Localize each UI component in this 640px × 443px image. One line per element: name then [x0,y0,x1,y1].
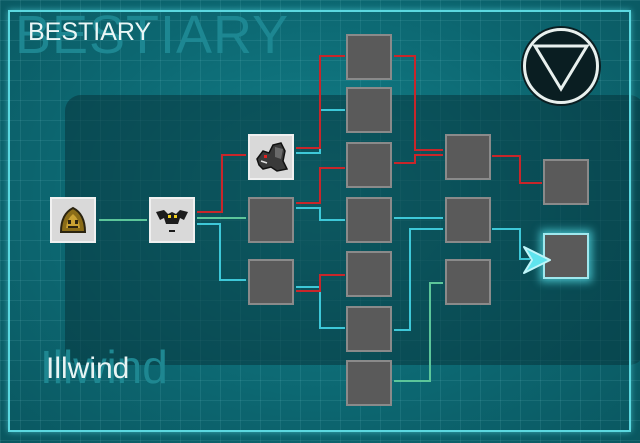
tree-node-c3[interactable] [346,142,392,188]
tree-node-l2c[interactable] [248,259,294,305]
slime-creature-icon [59,206,87,233]
dragon-creature-icon [256,142,289,172]
tree-node-d3[interactable] [445,259,491,305]
down-triangle-icon [532,44,590,92]
link [296,55,345,149]
link [197,223,246,281]
creature-name-ghost: Illwind [40,341,168,393]
page-title: BESTIARY [28,18,152,46]
tree-node-e1[interactable] [543,159,589,205]
link [492,228,530,260]
tree-node-c7[interactable] [346,360,392,406]
link [296,286,345,329]
link [197,154,246,213]
link [296,274,345,292]
tree-node-l2a[interactable] [248,134,294,180]
link [296,207,345,221]
tree-node-d2[interactable] [445,197,491,243]
tree-node-c1[interactable] [346,34,392,80]
tree-node-c5[interactable] [346,251,392,297]
link [394,154,443,164]
tree-node-l1[interactable] [149,197,195,243]
tree-node-l2b[interactable] [248,197,294,243]
tree-node-c4[interactable] [346,197,392,243]
link [492,155,542,184]
tree-node-c2[interactable] [346,87,392,133]
link [394,55,443,151]
tree-node-c6[interactable] [346,306,392,352]
title-ghost: BESTIARY [15,5,290,65]
link [394,228,443,331]
tree-node-root[interactable] [50,197,96,243]
creature-name: Illwind [46,352,130,385]
menu-button[interactable] [523,28,599,104]
bat-creature-icon [156,210,188,232]
link [296,167,345,204]
tree-node-d1[interactable] [445,134,491,180]
link [394,282,443,382]
selection-cursor-icon [523,246,551,274]
tree-node-e2[interactable] [543,233,589,279]
